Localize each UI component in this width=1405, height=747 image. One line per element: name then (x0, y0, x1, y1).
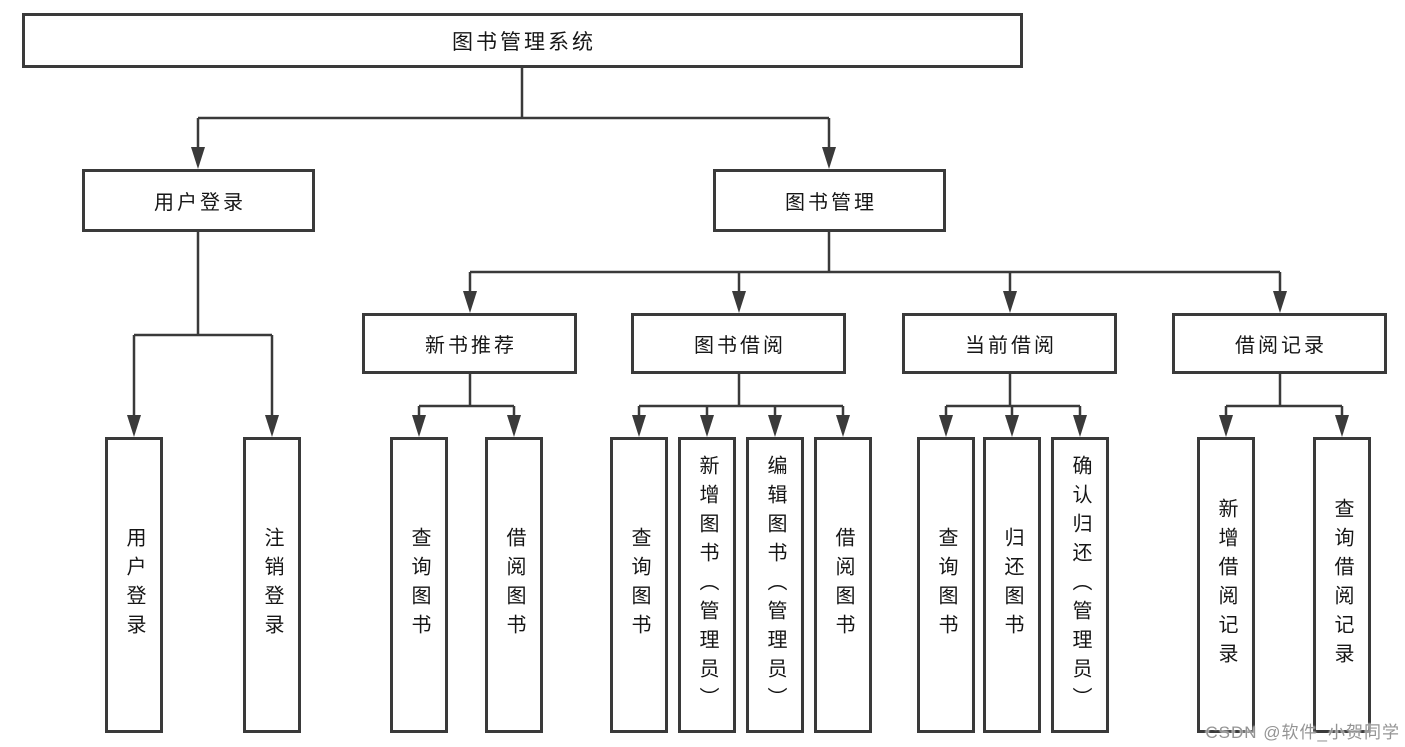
connector-new-book-recommend-children (412, 374, 521, 437)
node-user-login-label: 用户登录 (154, 192, 246, 214)
leaf-edit-book-admin-label: 编辑图书（管理员） (764, 454, 786, 716)
leaf-borrow-books-label: 借阅图书 (832, 527, 854, 643)
connector-borrow-records-children (1219, 374, 1349, 437)
node-new-book-recommend: 新书推荐 (362, 313, 577, 374)
node-new-book-recommend-label: 新书推荐 (425, 335, 517, 357)
connector-root-to-level2 (191, 68, 836, 169)
leaf-query-books-current: 查询图书 (917, 437, 975, 733)
leaf-query-books-borrow-label: 查询图书 (628, 527, 650, 643)
node-book-management-label: 图书管理 (785, 192, 877, 214)
leaf-return-book: 归还图书 (983, 437, 1041, 733)
node-current-borrow-label: 当前借阅 (965, 335, 1057, 357)
leaf-edit-book-admin: 编辑图书（管理员） (746, 437, 804, 733)
connector-book-management-children (463, 232, 1287, 313)
leaf-query-borrow-record: 查询借阅记录 (1313, 437, 1371, 733)
connector-book-borrow-children (632, 374, 850, 437)
csdn-watermark: CSDN @软件_小贺同学 (1205, 723, 1400, 742)
leaf-add-book-admin: 新增图书（管理员） (678, 437, 736, 733)
leaf-add-borrow-record: 新增借阅记录 (1197, 437, 1255, 733)
leaf-user-login: 用户登录 (105, 437, 163, 733)
node-user-login: 用户登录 (82, 169, 315, 232)
connector-current-borrow-children (939, 374, 1087, 437)
node-borrow-records: 借阅记录 (1172, 313, 1387, 374)
node-root: 图书管理系统 (22, 13, 1023, 68)
leaf-borrow-books-recommend: 借阅图书 (485, 437, 543, 733)
leaf-confirm-return-admin: 确认归还（管理员） (1051, 437, 1109, 733)
leaf-add-book-admin-label: 新增图书（管理员） (696, 454, 718, 716)
connector-user-login-children (127, 232, 279, 437)
leaf-query-books-recommend: 查询图书 (390, 437, 448, 733)
leaf-query-borrow-record-label: 查询借阅记录 (1331, 498, 1353, 672)
leaf-logout-label: 注销登录 (261, 527, 283, 643)
node-borrow-records-label: 借阅记录 (1235, 335, 1327, 357)
leaf-confirm-return-admin-label: 确认归还（管理员） (1069, 454, 1091, 716)
node-book-borrow: 图书借阅 (631, 313, 846, 374)
node-book-management: 图书管理 (713, 169, 946, 232)
leaf-borrow-books: 借阅图书 (814, 437, 872, 733)
leaf-return-book-label: 归还图书 (1001, 527, 1023, 643)
leaf-query-books-borrow: 查询图书 (610, 437, 668, 733)
leaf-user-login-label: 用户登录 (123, 527, 145, 643)
node-book-borrow-label: 图书借阅 (694, 335, 786, 357)
leaf-logout: 注销登录 (243, 437, 301, 733)
node-root-label: 图书管理系统 (452, 30, 596, 54)
leaf-borrow-books-recommend-label: 借阅图书 (503, 527, 525, 643)
node-current-borrow: 当前借阅 (902, 313, 1117, 374)
leaf-query-books-current-label: 查询图书 (935, 527, 957, 643)
leaf-query-books-recommend-label: 查询图书 (408, 527, 430, 643)
leaf-add-borrow-record-label: 新增借阅记录 (1215, 498, 1237, 672)
